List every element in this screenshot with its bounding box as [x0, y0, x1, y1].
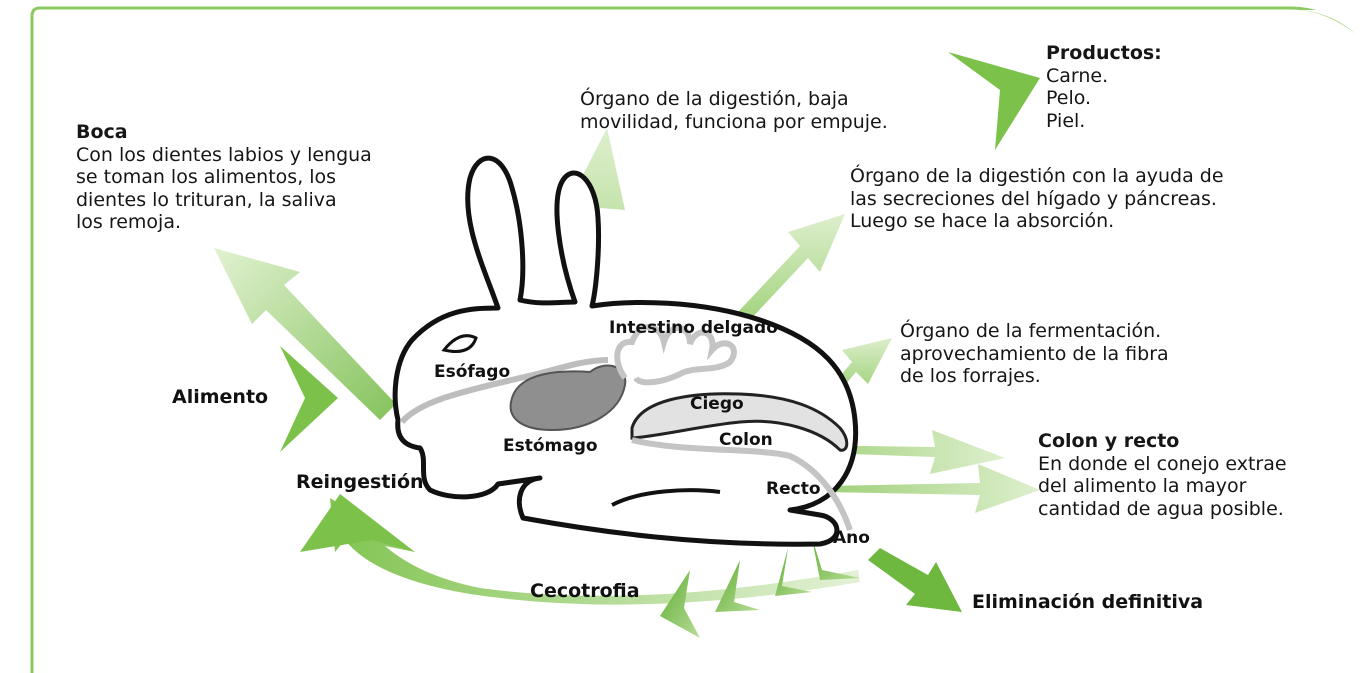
esofago-label: Esófago [434, 362, 511, 382]
boca-arrow [214, 248, 396, 420]
colon-recto-block: Colon y recto En donde el conejo extrae … [1038, 430, 1287, 520]
ciego-desc-line: Órgano de la fermentación. [900, 320, 1162, 342]
productos-item: Piel. [1046, 109, 1086, 132]
frame-corner-fill [1300, 10, 1365, 44]
esofago-desc-line: Órgano de la digestión, baja [580, 88, 849, 110]
intestino-desc-line: Órgano de la digestión con la ayuda de [850, 165, 1224, 187]
productos-title: Productos: [1046, 42, 1162, 64]
cecotrofia-chevron-3 [715, 560, 760, 612]
colon-recto-title: Colon y recto [1038, 430, 1180, 452]
rabbit-eye [441, 334, 478, 353]
intestino-desc-line: Luego se hace la absorción. [850, 210, 1115, 232]
boca-title: Boca [76, 121, 128, 143]
ciego-description: Órgano de la fermentación. aprovechamien… [900, 320, 1169, 388]
alimento-chevron-arrow [280, 346, 338, 452]
intestino-description: Órgano de la digestión con la ayuda de l… [850, 165, 1224, 233]
esofago-desc-line: movilidad, funciona por empuje. [580, 110, 888, 133]
esofago-description: Órgano de la digestión, baja movilidad, … [580, 88, 888, 133]
colon-tract [631, 437, 853, 531]
colon-recto-line: En donde el conejo extrae [1038, 452, 1287, 475]
productos-chevron-arrow [948, 52, 1040, 150]
small-intestine-tract [614, 324, 737, 386]
reingestion-arrowhead [300, 494, 415, 552]
productos-item: Pelo. [1046, 87, 1092, 109]
eliminacion-label: Eliminación definitiva [972, 591, 1204, 613]
cecotrofia-chevron-2 [775, 548, 812, 596]
ciego-organ [630, 392, 849, 452]
boca-block: Boca Con los dientes labios y lengua se … [76, 121, 372, 234]
ciego-desc-line: de los forrajes. [900, 365, 1041, 387]
colon-recto-line: del alimento la mayor [1038, 475, 1247, 497]
intestino-desc-line: las secreciones del hígado y páncreas. [850, 187, 1217, 210]
cecotrofia-chevron-4 [660, 570, 700, 638]
intestino-delgado-label: Intestino delgado [609, 318, 778, 338]
colon-label: Colon [719, 430, 773, 450]
colon-recto-line: cantidad de agua posible. [1038, 497, 1284, 520]
productos-block: Productos: Carne. Pelo. Piel. [1046, 42, 1162, 132]
recto-label: Recto [766, 479, 821, 499]
estomago-label: Estómago [503, 436, 598, 456]
ciego-desc-line: aprovechamiento de la fibra [900, 342, 1169, 365]
boca-line: los remoja. [76, 211, 182, 233]
productos-item: Carne. [1046, 64, 1109, 87]
eliminacion-arrow [868, 548, 962, 612]
recto-arrow [825, 464, 1040, 513]
reingestion-label: Reingestión [296, 471, 424, 493]
boca-line: dientes lo trituran, la saliva [76, 188, 337, 211]
alimento-label: Alimento [172, 386, 269, 408]
esophagus-tract [399, 357, 609, 425]
boca-line: Con los dientes labios y lengua [76, 143, 372, 166]
stomach-organ [509, 364, 627, 432]
ano-label: Ano [833, 528, 870, 548]
boca-line: se toman los alimentos, los [76, 166, 337, 188]
cecotrofia-label: Cecotrofia [530, 580, 640, 602]
colon-arrow [795, 430, 1005, 474]
ciego-label: Ciego [690, 394, 744, 414]
rabbit-hind-leg [611, 488, 721, 507]
